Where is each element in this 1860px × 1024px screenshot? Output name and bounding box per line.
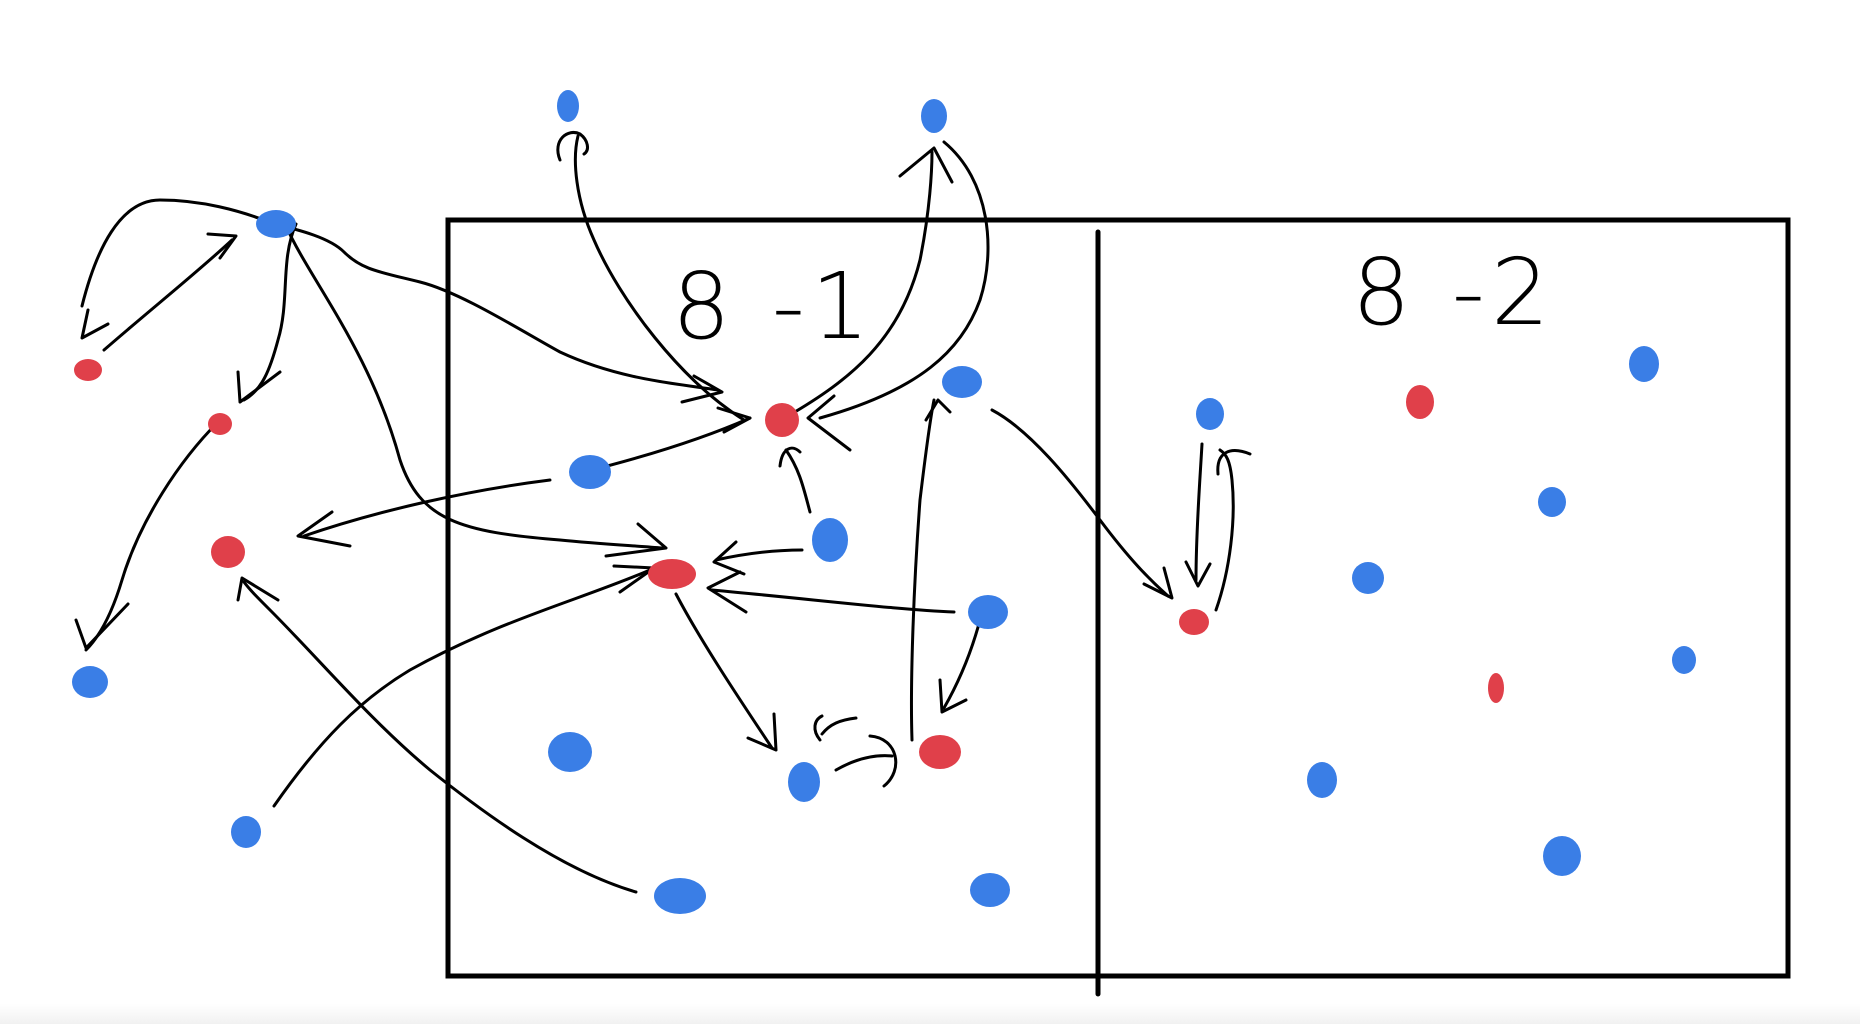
arrow-path [302, 478, 552, 538]
arrow-path [242, 222, 298, 402]
blue-player-marker [1538, 487, 1566, 517]
arrow-head [236, 370, 282, 404]
arrow-head [778, 446, 802, 468]
blue-player-marker [548, 732, 592, 772]
blue-player-marker [1629, 346, 1659, 382]
arrow-head [74, 602, 130, 650]
arrow-head [813, 714, 824, 742]
panel-label-8-1: 8 -1 [672, 253, 876, 360]
red-players [74, 359, 1504, 769]
red-player-marker [74, 359, 102, 381]
arrow-head [924, 398, 952, 422]
red-player-marker [765, 403, 799, 437]
arrow-head [868, 734, 898, 788]
blue-players [72, 90, 1696, 914]
arrow-path [1194, 442, 1204, 582]
blue-player-marker [1352, 562, 1384, 594]
blue-player-marker [788, 762, 820, 802]
blue-player-marker [1543, 836, 1581, 876]
arrow-head [80, 308, 110, 340]
red-player-marker [211, 536, 245, 568]
blue-player-marker [256, 210, 296, 238]
arrow-head [1216, 449, 1252, 476]
blue-player-marker [72, 666, 108, 698]
blue-player-marker [921, 99, 947, 133]
red-player-marker [1179, 609, 1209, 635]
movement-arrows [74, 131, 1252, 894]
blue-player-marker [1672, 646, 1696, 674]
panel-label-8-2: 8 -2 [1352, 239, 1556, 346]
blue-player-marker [1196, 398, 1224, 430]
arrow-path [909, 398, 936, 742]
arrow-head [712, 540, 746, 576]
arrow-path [242, 580, 638, 894]
blue-player-marker [569, 455, 611, 489]
arrow-path [284, 224, 664, 550]
arrow-path [674, 592, 774, 750]
arrow-head [206, 232, 238, 260]
arrow-path [990, 408, 1170, 598]
blue-player-marker [968, 595, 1008, 629]
arrow-path [942, 618, 982, 710]
arrow-head [680, 374, 724, 404]
arrow-path [102, 238, 234, 352]
red-player-marker [1488, 673, 1504, 703]
arrow-path [786, 150, 934, 418]
arrow-path [714, 548, 804, 562]
arrow-path [784, 448, 812, 514]
arrow-head [806, 394, 852, 452]
arrow-head [296, 510, 352, 548]
red-player-marker [1406, 385, 1434, 419]
arrow-path [818, 140, 990, 420]
red-player-marker [208, 413, 232, 435]
blue-player-marker [231, 816, 261, 848]
blue-player-marker [654, 878, 706, 914]
arrow-path [582, 416, 752, 474]
arrow-path [80, 198, 276, 308]
arrow-path [272, 568, 652, 808]
arrow-path [710, 588, 956, 614]
arrow-head [1184, 560, 1212, 588]
arrow-path [820, 716, 858, 736]
arrow-head [236, 576, 280, 602]
arrow-head [938, 678, 968, 714]
arrow-path [573, 134, 746, 422]
arrow-path [84, 420, 220, 652]
blue-player-marker [557, 90, 579, 122]
arrow-path [272, 222, 720, 392]
arrow-head [1142, 566, 1174, 600]
bottom-shadow [0, 1004, 1860, 1024]
arrow-head [746, 712, 778, 752]
blue-player-marker [970, 873, 1010, 907]
court-frame [445, 217, 1791, 979]
arrow-head [604, 522, 668, 558]
arrow-head [898, 146, 954, 184]
arrow-head [706, 570, 748, 614]
arrow-path [1214, 448, 1235, 612]
red-player-marker [919, 735, 961, 769]
red-player-marker [648, 559, 696, 589]
blue-player-marker [1307, 762, 1337, 798]
blue-player-marker [812, 518, 848, 562]
arrow-head [556, 131, 589, 162]
blue-player-marker [942, 366, 982, 398]
arrow-path [834, 754, 894, 772]
